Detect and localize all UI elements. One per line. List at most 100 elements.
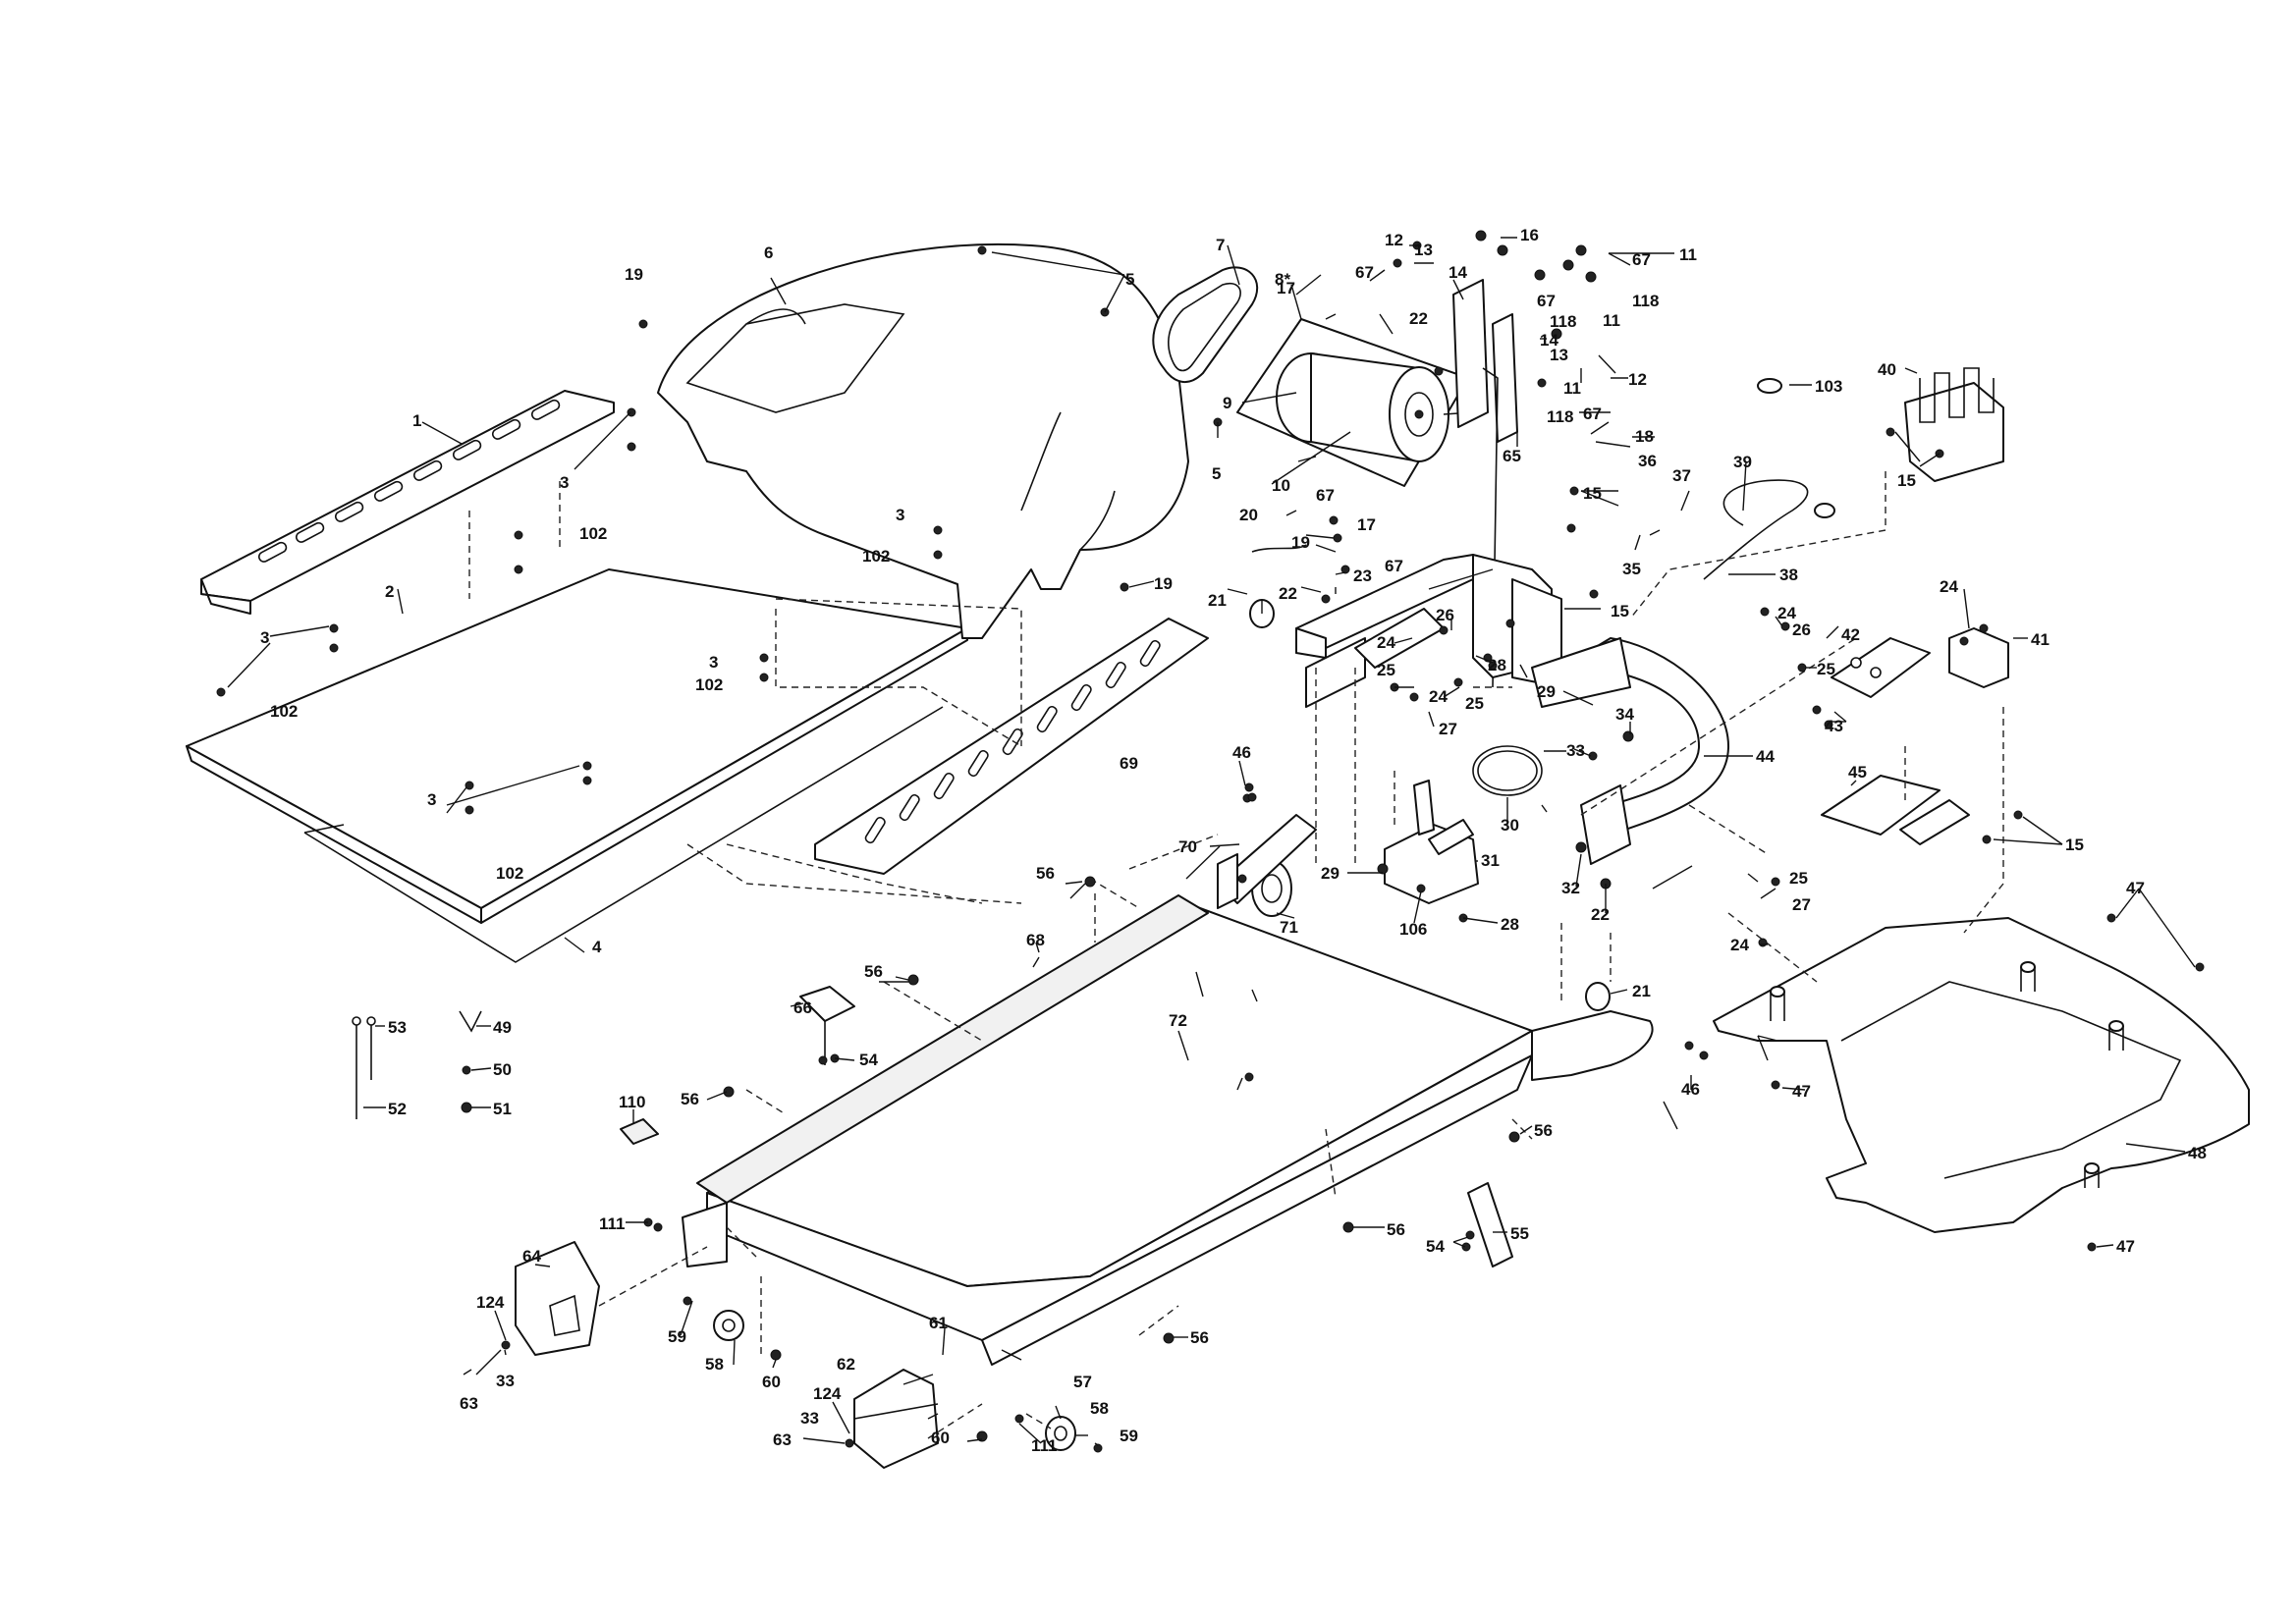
callout-16: 16 xyxy=(1520,226,1539,244)
callout-25: 25 xyxy=(1465,694,1484,713)
rear-foot-part-64 xyxy=(515,1241,600,1356)
callout-24: 24 xyxy=(1730,936,1749,954)
callout-15: 15 xyxy=(1611,602,1629,620)
callout-13: 13 xyxy=(1414,241,1433,259)
callout-27: 27 xyxy=(1439,720,1457,738)
control-board-part-45 xyxy=(1821,775,1970,845)
callout-72: 72 xyxy=(1169,1011,1187,1030)
callout-124: 124 xyxy=(476,1293,505,1312)
drive-motor-part-9 xyxy=(1276,352,1474,462)
callout-24: 24 xyxy=(1377,633,1395,652)
callout-3: 3 xyxy=(260,628,269,647)
callout-13: 13 xyxy=(1550,346,1568,364)
frame-crossbar-part-44 xyxy=(1531,637,1729,865)
callout-32: 32 xyxy=(1561,879,1580,897)
callout-31: 31 xyxy=(1481,851,1500,870)
callout-69: 69 xyxy=(1120,754,1138,773)
side-rail-cover-part-69 xyxy=(814,618,1209,875)
callout-66: 66 xyxy=(793,998,812,1017)
callout-47: 47 xyxy=(2126,879,2145,897)
lower-plate-part-4 xyxy=(303,706,944,963)
callout-3: 3 xyxy=(709,653,718,672)
callout-21: 21 xyxy=(1632,982,1651,1000)
callout-14: 14 xyxy=(1540,331,1558,350)
callout-24: 24 xyxy=(1777,604,1796,622)
callout-3: 3 xyxy=(896,506,904,524)
foot-pads-part-58 xyxy=(713,1310,1076,1451)
callout-19: 19 xyxy=(1291,533,1310,552)
callout-48: 48 xyxy=(2188,1144,2207,1162)
callout-124: 124 xyxy=(813,1384,842,1403)
callout-67: 67 xyxy=(1632,250,1651,269)
callout-17: 17 xyxy=(1277,279,1295,297)
callout-49: 49 xyxy=(493,1018,512,1037)
callout-63: 63 xyxy=(460,1394,478,1413)
callout-14: 14 xyxy=(1449,263,1467,282)
callout-24: 24 xyxy=(1429,687,1448,706)
callout-61: 61 xyxy=(929,1314,948,1332)
callout-15: 15 xyxy=(2065,836,2084,854)
callout-67: 67 xyxy=(1355,263,1374,282)
callout-39: 39 xyxy=(1733,453,1752,471)
callout-28: 28 xyxy=(1501,915,1519,934)
controller-part-41 xyxy=(1948,627,2009,688)
callout-70: 70 xyxy=(1178,837,1197,856)
lift-motor-part-31 xyxy=(1384,780,1479,904)
callout-102: 102 xyxy=(579,524,607,543)
callout-17: 17 xyxy=(1357,515,1376,534)
callout-68: 68 xyxy=(1026,931,1045,949)
callout-15: 15 xyxy=(1583,484,1602,503)
callout-46: 46 xyxy=(1681,1080,1700,1099)
callout-5: 5 xyxy=(1212,464,1221,483)
callout-118: 118 xyxy=(1550,312,1576,331)
callout-10: 10 xyxy=(1272,476,1290,495)
rear-foot-part-62 xyxy=(853,1369,939,1469)
callout-34: 34 xyxy=(1615,705,1634,724)
callout-58: 58 xyxy=(1090,1399,1109,1418)
rear-roller-bracket xyxy=(682,1202,728,1267)
motor-base-part-48 xyxy=(1713,917,2250,1233)
callout-42: 42 xyxy=(1841,625,1860,644)
callout-64: 64 xyxy=(522,1247,541,1266)
callout-111: 111 xyxy=(599,1214,626,1233)
strain-relief-part-103 xyxy=(1757,378,1782,394)
walking-deck-part-72 xyxy=(706,897,1533,1366)
callout-25: 25 xyxy=(1789,869,1808,888)
callout-67: 67 xyxy=(1316,486,1335,505)
callout-46: 46 xyxy=(1232,743,1251,762)
callout-52: 52 xyxy=(388,1100,407,1118)
motor-hood-right-end xyxy=(1531,1010,1654,1081)
callout-54: 54 xyxy=(1426,1237,1445,1256)
callout-102: 102 xyxy=(496,864,523,883)
motor-bracket-part-14 xyxy=(1452,279,1518,688)
callout-51: 51 xyxy=(493,1100,512,1118)
callout-54: 54 xyxy=(859,1051,878,1069)
callout-27: 27 xyxy=(1792,895,1811,914)
callout-3: 3 xyxy=(427,790,436,809)
heat-sink-part-40 xyxy=(1904,367,2004,482)
front-frame-upright xyxy=(1295,554,1562,688)
callout-11: 11 xyxy=(1679,245,1697,264)
callout-6: 6 xyxy=(764,243,773,262)
callout-11: 11 xyxy=(1603,311,1620,330)
callout-24: 24 xyxy=(1940,577,1958,596)
callout-60: 60 xyxy=(762,1373,781,1391)
callout-29: 29 xyxy=(1537,682,1556,701)
callout-8: 8* xyxy=(1275,270,1290,289)
callout-2: 2 xyxy=(385,582,394,601)
bolt-part-52 xyxy=(352,1016,376,1119)
callout-58: 58 xyxy=(705,1355,724,1374)
callout-leader-lines xyxy=(227,237,2196,1446)
callout-102: 102 xyxy=(270,702,298,721)
callout-111: 111 xyxy=(1031,1436,1058,1455)
part-callout-numbers: 1 2 3 102 3 102 3 102 3 102 3 102 4 19 6… xyxy=(260,226,2207,1455)
callout-35: 35 xyxy=(1622,560,1641,578)
power-cord-part-39 xyxy=(1703,479,1835,580)
callout-28: 28 xyxy=(1488,656,1506,674)
callout-47: 47 xyxy=(1792,1082,1811,1101)
callout-47: 47 xyxy=(2116,1237,2135,1256)
callout-33: 33 xyxy=(496,1372,515,1390)
callout-53: 53 xyxy=(388,1018,407,1037)
callout-45: 45 xyxy=(1848,763,1867,782)
